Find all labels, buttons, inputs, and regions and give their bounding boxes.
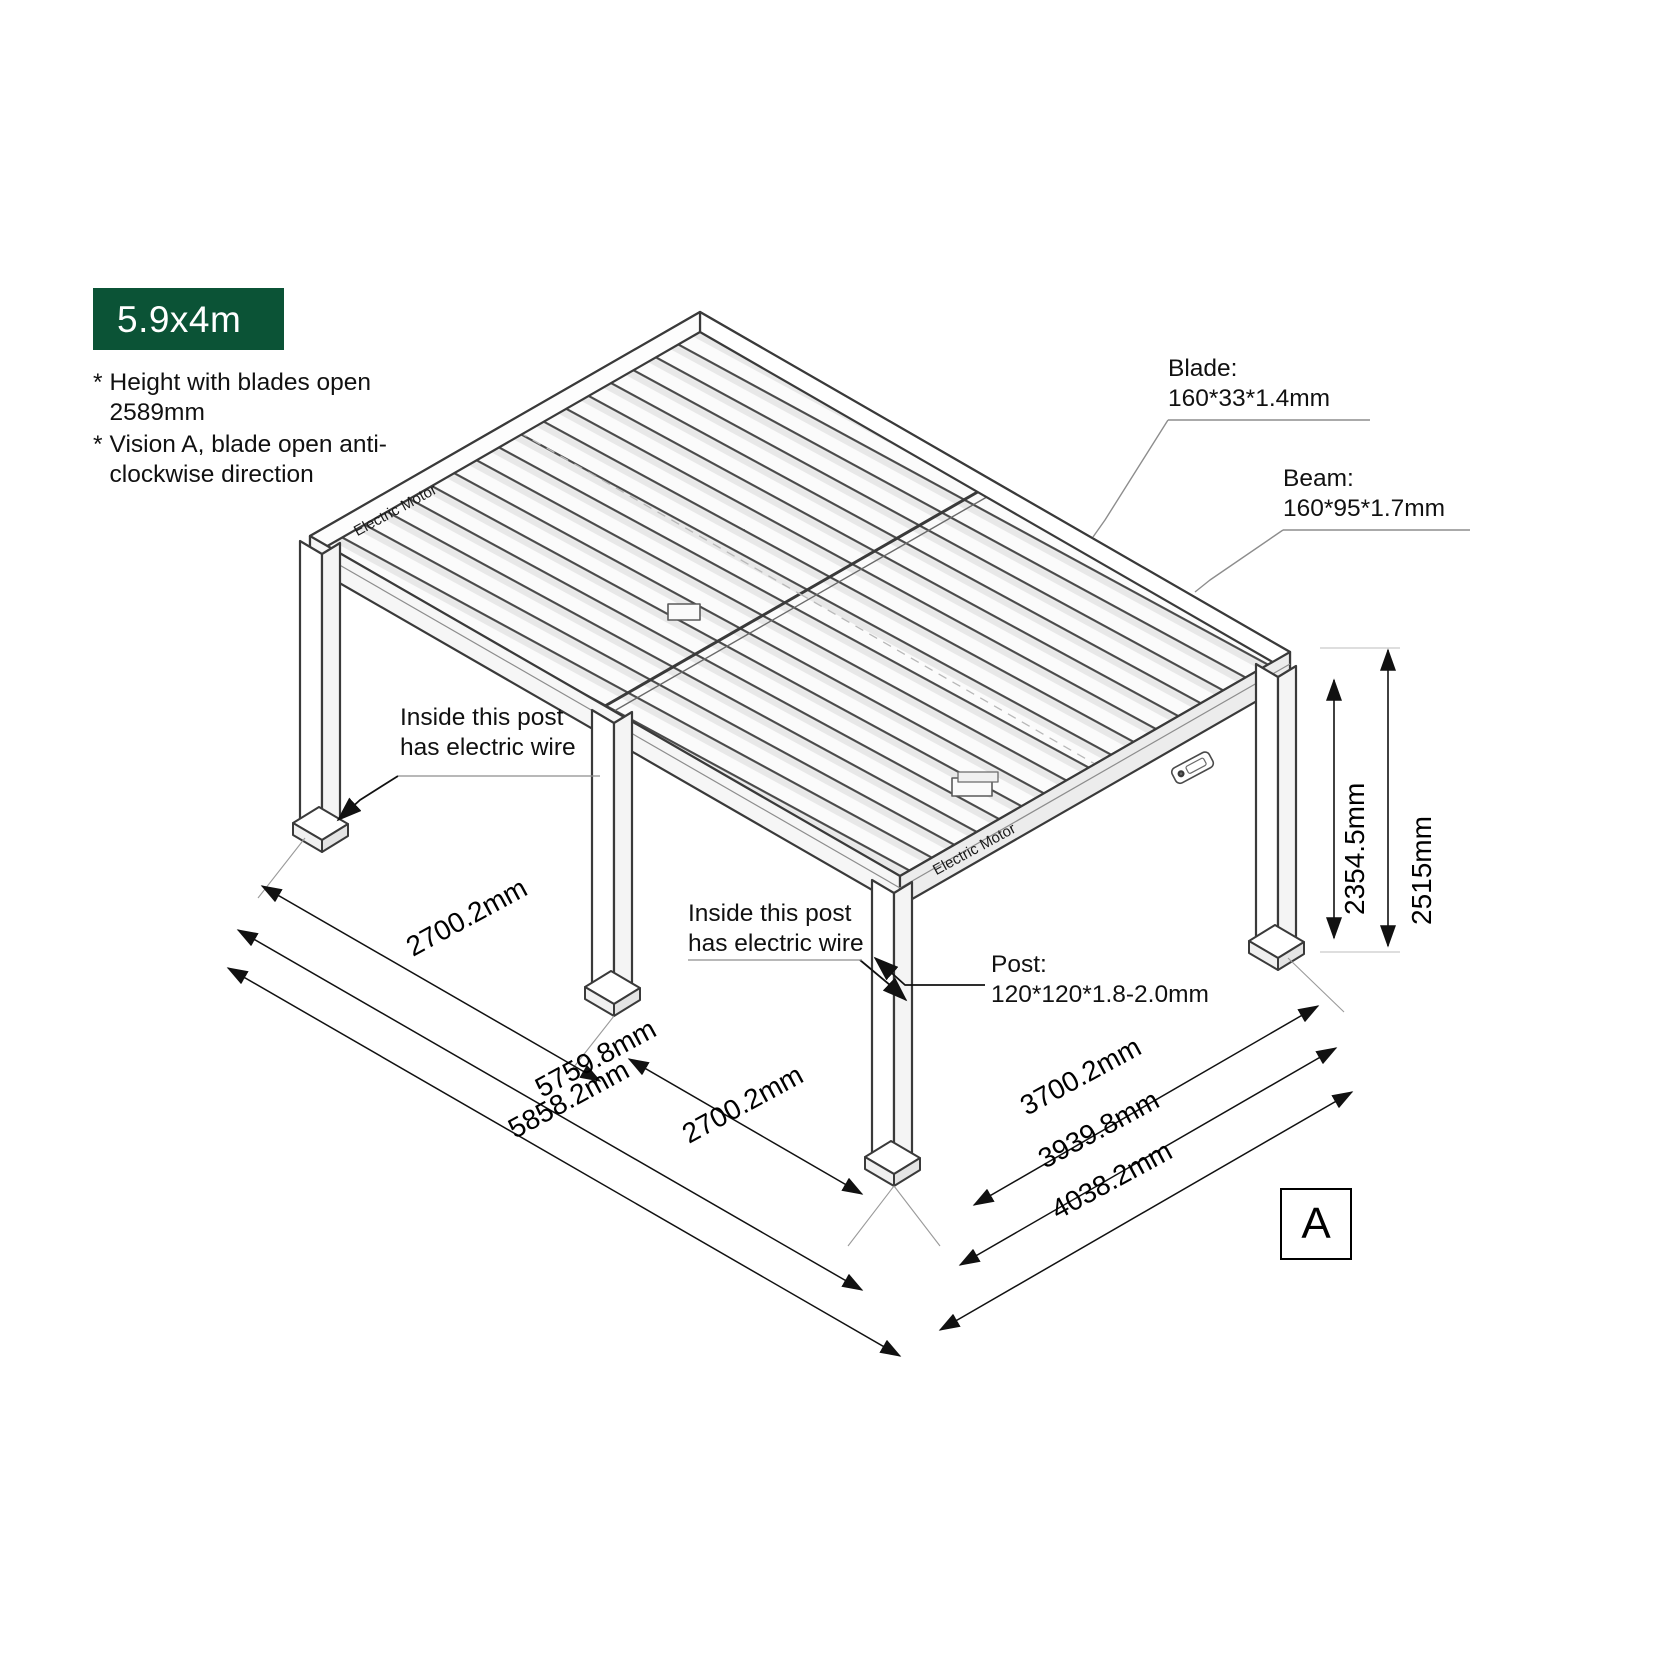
dim-line-2700-center: [627, 1058, 864, 1195]
post-front-center: [864, 878, 921, 1187]
motor-housing-left: [667, 603, 701, 621]
dimension-height-inner: 2354.5mm: [1339, 782, 1370, 915]
view-reference-letter: A: [1301, 1199, 1331, 1248]
leader-blade: [1092, 419, 1370, 538]
blade-spec-label: Blade: 160*33*1.4mm: [1168, 355, 1331, 412]
leader-beam: [1194, 529, 1470, 593]
pergola-structure: [226, 310, 1470, 1357]
dim-height-inner: [1320, 647, 1400, 953]
electric-wire-note-center: Inside this post has electric wire: [688, 900, 864, 957]
beam-spec-label: Beam: 160*95*1.7mm: [1283, 465, 1446, 522]
note-item: * Vision A, blade open anti-clockwise di…: [93, 430, 393, 490]
note-text: Height with blades open 2589mm: [109, 369, 372, 426]
electric-wire-note-left: Inside this post has electric wire: [400, 704, 576, 761]
note-marker: *: [93, 431, 103, 458]
dim-line-2700-left: [260, 885, 602, 1082]
post-right: [1248, 662, 1305, 971]
roof-guidelines: [504, 423, 1096, 765]
leader-wire-left: [336, 775, 600, 822]
remote-control-icon: [1170, 751, 1215, 785]
size-badge-label: 5.9x4m: [117, 298, 242, 340]
view-reference-box: A: [1280, 1188, 1352, 1260]
dim-right-group: [893, 957, 1345, 1247]
notes-block: * Height with blades open 2589mm * Visio…: [93, 368, 393, 492]
dim-line-5858: [226, 967, 902, 1357]
leader-wire-center: [688, 959, 908, 1002]
post-middle-left: [584, 708, 641, 1017]
note-item: * Height with blades open 2589mm: [93, 368, 393, 428]
size-badge: 5.9x4m: [93, 288, 284, 350]
dimension-height-outer: 2515mm: [1406, 816, 1437, 925]
post-back-left: [292, 539, 349, 853]
dim-line-4038: [938, 1091, 1354, 1331]
motor-housing-right: [951, 771, 999, 797]
post-spec-label: Post: 120*120*1.8-2.0mm: [991, 951, 1209, 1008]
note-marker: *: [93, 369, 103, 396]
note-text: Vision A, blade open anti-clockwise dire…: [109, 431, 387, 488]
